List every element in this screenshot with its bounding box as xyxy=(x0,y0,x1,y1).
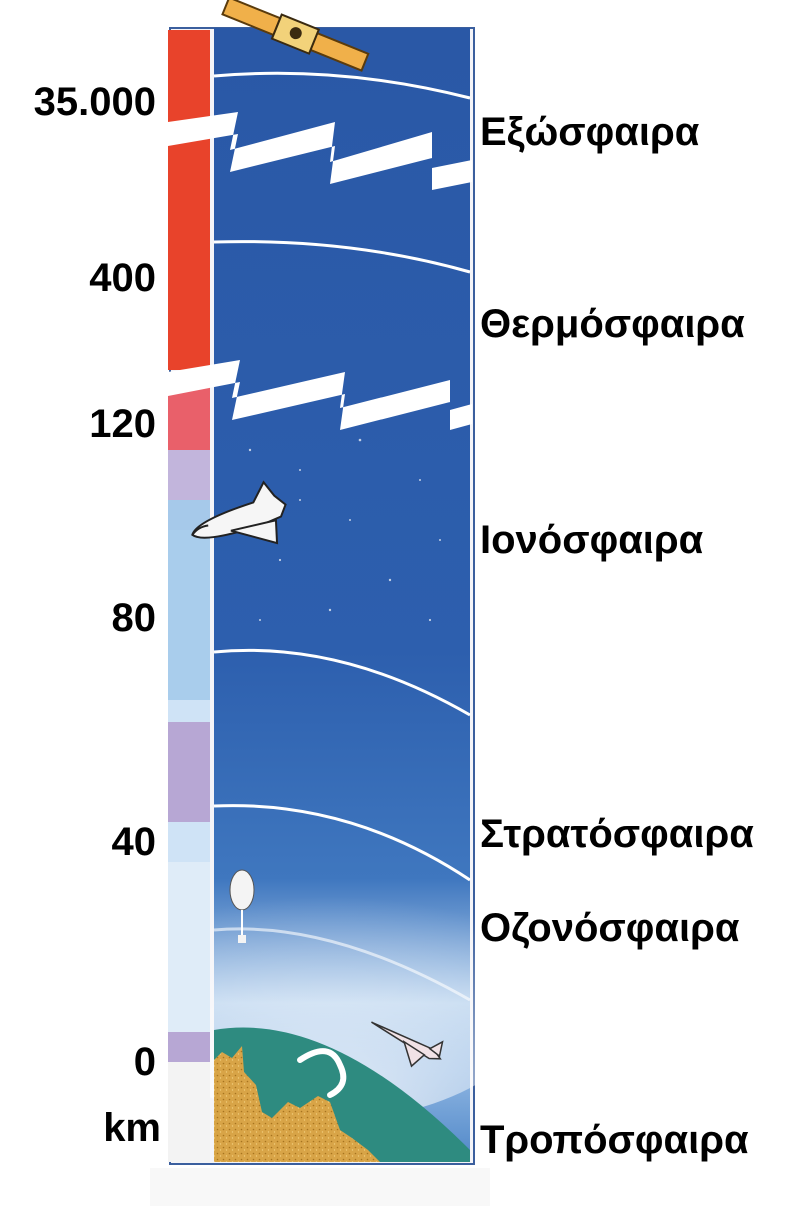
scale-break-lower xyxy=(168,360,472,430)
altitude-label-35000: 35.000 xyxy=(33,80,156,124)
airplane-icon xyxy=(371,1021,444,1068)
layer-label-ionosphere: Ιονόσφαιρα xyxy=(480,518,704,562)
cloud-swirl xyxy=(297,1048,347,1098)
stars xyxy=(248,438,441,622)
layer-label-ozonosphere: Οζονόσφαιρα xyxy=(480,906,740,950)
diagram-footer xyxy=(150,1168,490,1206)
temperature-bar xyxy=(168,30,210,1162)
altitude-label-40: 40 xyxy=(111,820,157,864)
weather-balloon-icon xyxy=(229,869,255,943)
altitude-unit-label: km xyxy=(103,1106,161,1150)
layer-label-exosphere: Εξώσφαιρα xyxy=(480,110,700,154)
altitude-label-400: 400 xyxy=(89,256,156,300)
scale-break-upper xyxy=(168,112,472,190)
mountain-icon xyxy=(214,1046,380,1162)
altitude-label-120: 120 xyxy=(89,402,156,446)
layer-label-troposphere: Τροπόσφαιρα xyxy=(480,1118,749,1162)
layer-boundaries xyxy=(213,71,471,1002)
altitude-label-0: 0 xyxy=(133,1040,156,1084)
layer-label-stratosphere: Στρατόσφαιρα xyxy=(480,812,754,856)
layer-label-thermosphere: Θερμόσφαιρα xyxy=(480,302,745,346)
altitude-label-80: 80 xyxy=(111,596,157,640)
satellite-icon xyxy=(221,0,370,72)
space-shuttle-icon xyxy=(191,480,287,545)
